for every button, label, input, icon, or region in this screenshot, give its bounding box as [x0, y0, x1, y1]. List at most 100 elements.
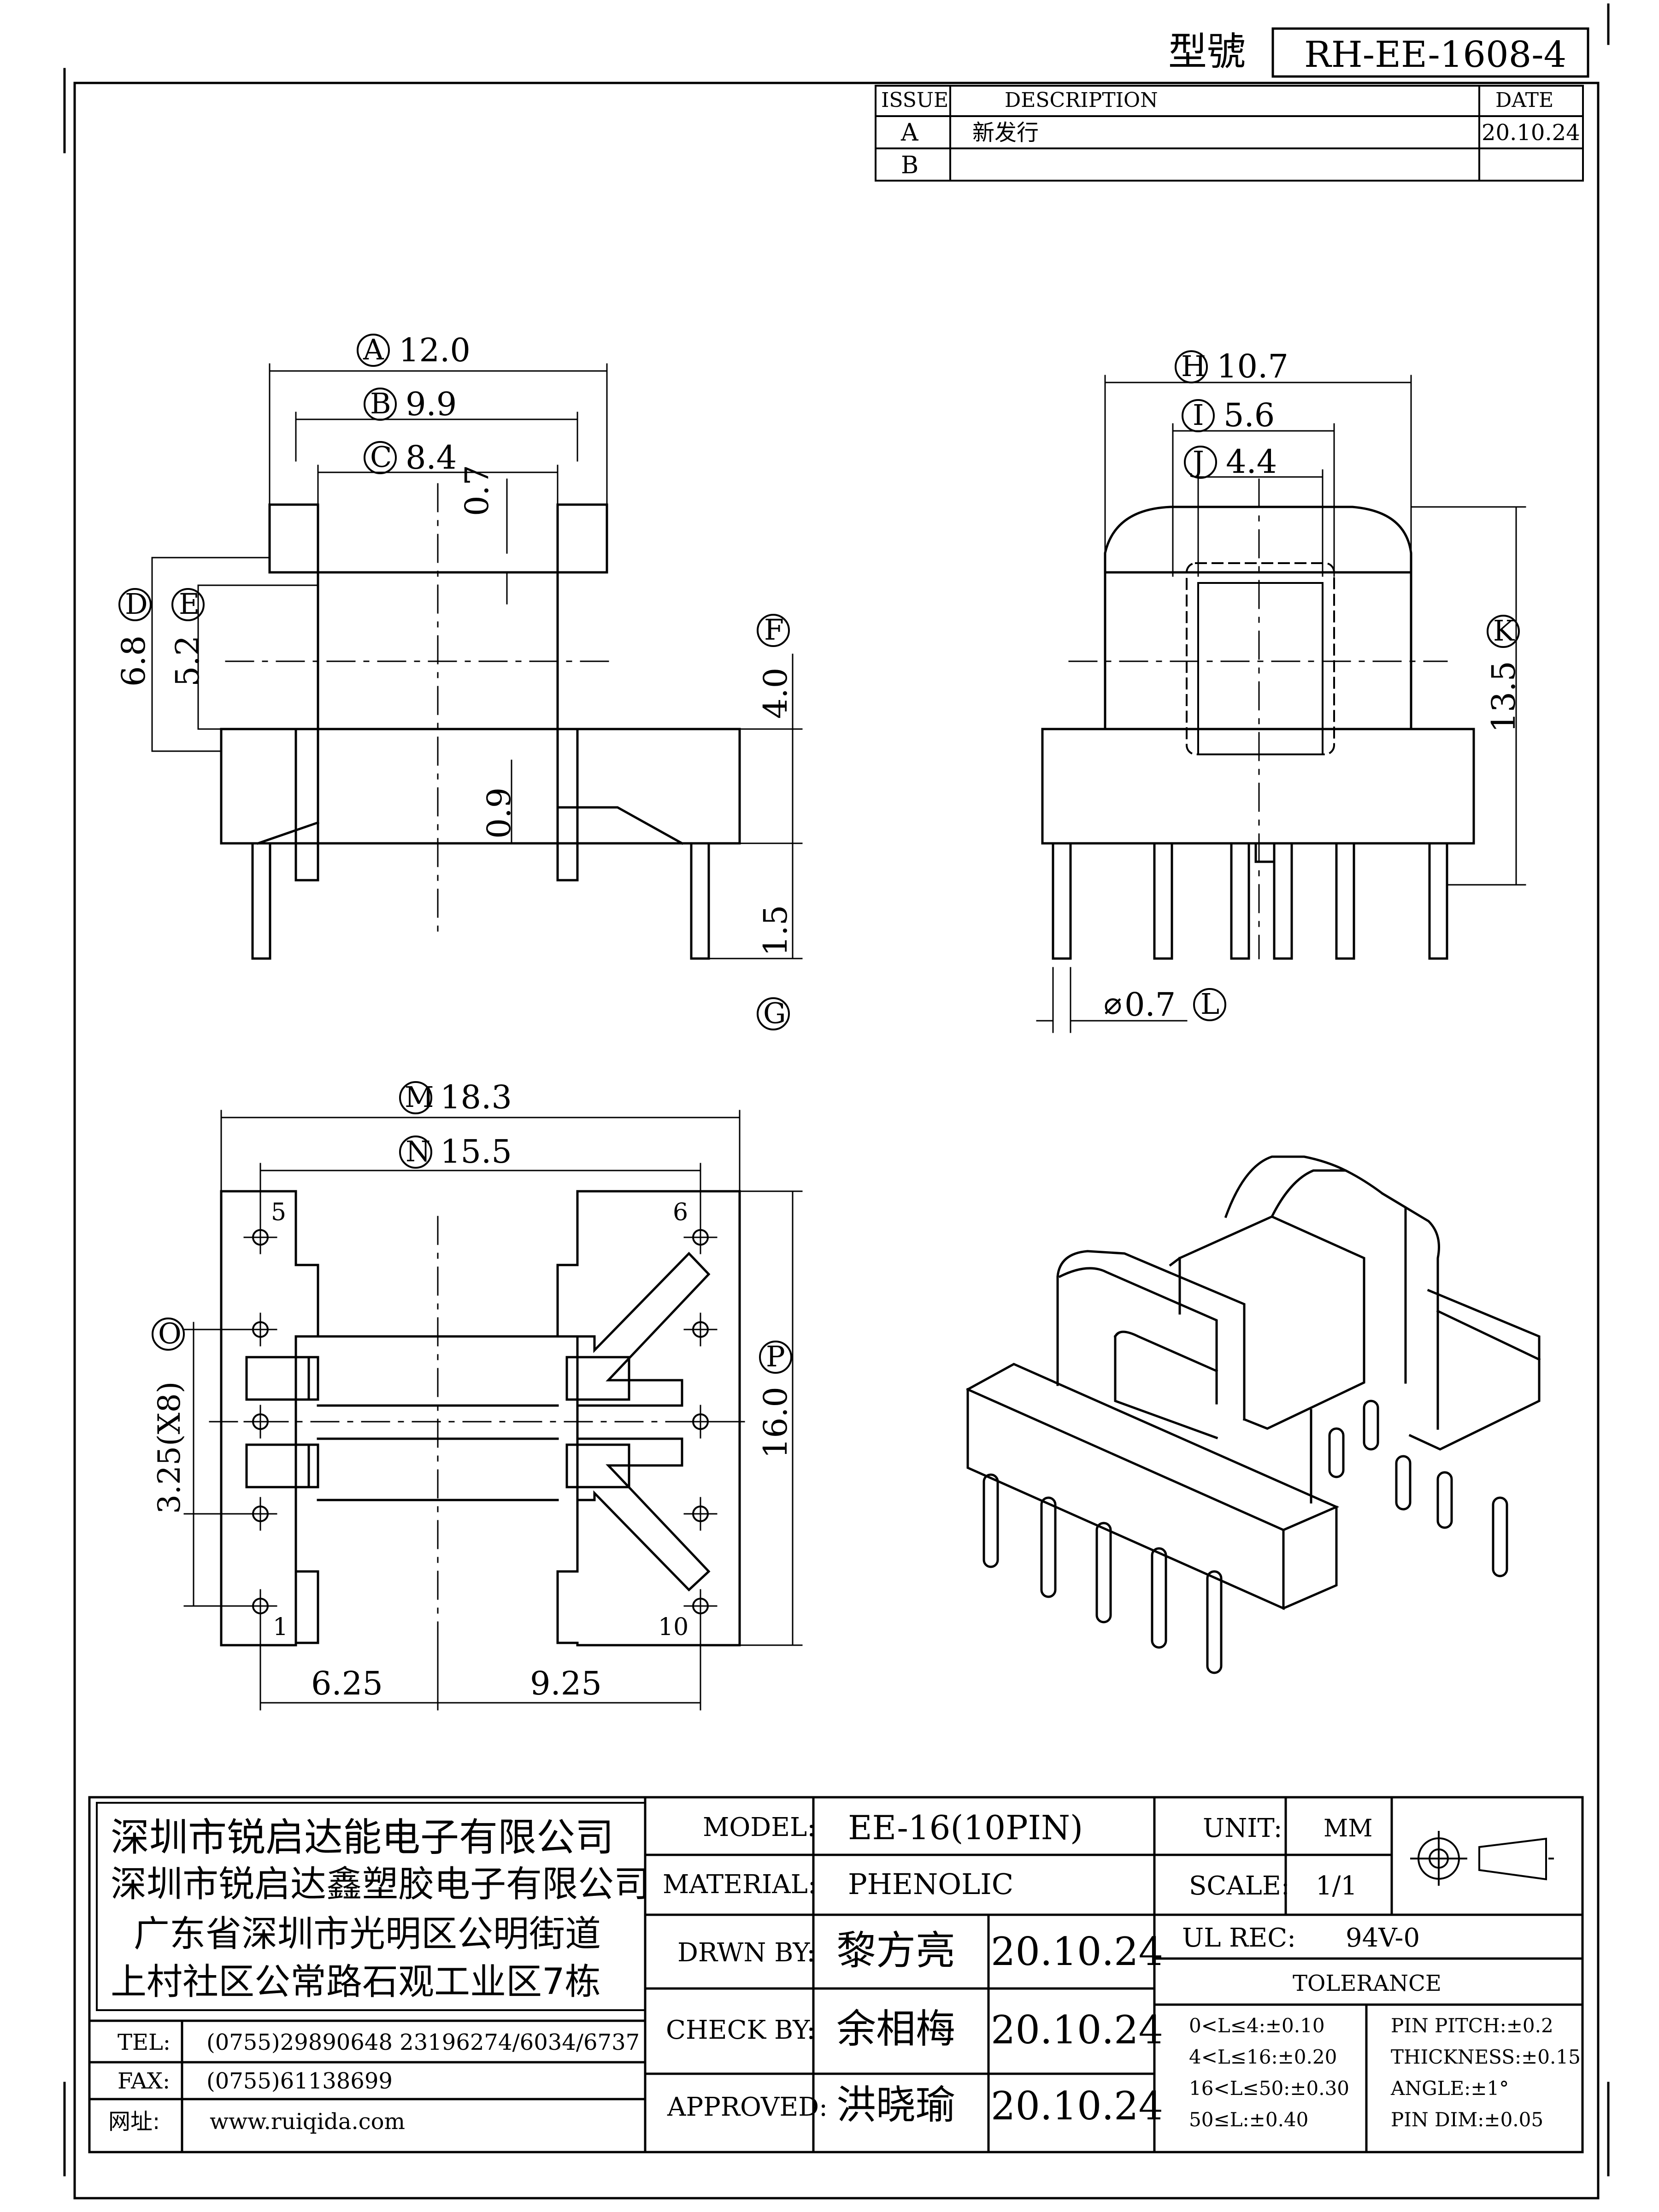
check-by-name: 余相梅 — [836, 2006, 955, 2052]
approved-date: 20.10.24 — [991, 2083, 1164, 2129]
tol-right-4: PIN DIM:±0.05 — [1391, 2108, 1544, 2131]
dim-f-letter: F — [764, 613, 784, 647]
dim-f-value: 4.0 — [757, 667, 794, 719]
tol-right-3: ANGLE:±1° — [1391, 2077, 1509, 2100]
unit-label: UNIT: — [1203, 1813, 1282, 1843]
dim-k-value: 13.5 — [1485, 661, 1523, 733]
dim-e-letter: E — [179, 587, 200, 621]
border-frame — [73, 82, 1600, 2200]
company-line-4: 上村社区公常路石观工业区7栋 — [111, 1961, 601, 2003]
isometric-view — [966, 1155, 1541, 1674]
dim-i-letter: I — [1193, 398, 1204, 432]
revision-header-issue: ISSUE — [881, 88, 949, 112]
dim-h-letter: H — [1181, 349, 1206, 383]
pin-label-6: 6 — [673, 1199, 688, 1226]
tol-right-1: PIN PITCH:±0.2 — [1391, 2014, 1553, 2037]
pin-label-1: 1 — [273, 1613, 288, 1641]
side-view — [1036, 375, 1526, 1033]
corner-marks — [63, 3, 1610, 2177]
web-label: 网址: — [108, 2109, 160, 2135]
check-by-date: 20.10.24 — [991, 2007, 1164, 2053]
model-label: 型號 — [1168, 29, 1246, 74]
front-view — [151, 363, 803, 960]
drawn-by-name: 黎方亮 — [836, 1928, 955, 1974]
dim-l-value: 0.7 — [1124, 986, 1176, 1024]
dim-g-letter: G — [763, 996, 786, 1030]
drawn-by-date: 20.10.24 — [991, 1929, 1164, 1974]
dim-d-letter: D — [125, 587, 148, 621]
model-field-label: MODEL: — [703, 1812, 816, 1842]
tol-left-3: 16<L≤50:±0.30 — [1189, 2077, 1350, 2100]
dim-e-value: 5.2 — [169, 635, 206, 687]
title-block-lines — [88, 1796, 1584, 2153]
tel-number: (0755)29890648 23196274/6034/6737 — [206, 2030, 640, 2055]
dim-m-value: 18.3 — [440, 1078, 512, 1116]
dim-n-letter: N — [406, 1135, 431, 1168]
revision-table — [875, 85, 1584, 182]
dim-l-diameter-symbol: ⌀ — [1104, 986, 1122, 1021]
scale-value: 1/1 — [1316, 1871, 1358, 1901]
model-number-box — [1271, 27, 1589, 78]
ul-rec-value: 94V-0 — [1346, 1923, 1420, 1953]
model-number: RH-EE-1608-4 — [1304, 34, 1567, 76]
dim-l-letter: L — [1200, 987, 1220, 1021]
bottom-view — [183, 1110, 803, 1711]
projection-symbol-icon — [1410, 1831, 1554, 1886]
pin-label-5: 5 — [271, 1199, 287, 1226]
unit-value: MM — [1324, 1815, 1373, 1842]
dimension-markers — [118, 334, 1520, 1374]
dim-a-value: 12.0 — [399, 331, 471, 369]
revision-row-a-date: 20.10.24 — [1482, 120, 1580, 146]
material-field-value: PHENOLIC — [848, 1867, 1014, 1901]
ul-rec-label: UL REC: — [1182, 1923, 1296, 1953]
approved-name: 洪晓瑜 — [836, 2082, 955, 2128]
approved-label: APPROVED: — [667, 2092, 828, 2122]
revision-header-description: DESCRIPTION — [1005, 88, 1158, 112]
fax-label: FAX: — [118, 2068, 171, 2094]
dim-9-25: 9.25 — [530, 1665, 602, 1702]
dim-d-value: 6.8 — [115, 635, 153, 687]
revision-header-date: DATE — [1495, 88, 1554, 112]
company-line-3: 广东省深圳市光明区公明街道 — [134, 1913, 601, 1955]
revision-row-b-issue: B — [901, 152, 919, 179]
model-field-value: EE-16(10PIN) — [848, 1808, 1083, 1847]
company-line-2: 深圳市锐启达鑫塑胶电子有限公司 — [111, 1864, 650, 1905]
dim-c-value: 8.4 — [406, 439, 457, 477]
dim-n-value: 15.5 — [440, 1133, 512, 1171]
fax-number: (0755)61138699 — [206, 2068, 393, 2094]
tol-right-2: THICKNESS:±0.15 — [1391, 2046, 1581, 2068]
dim-m-letter: M — [405, 1080, 434, 1114]
dim-b-value: 9.9 — [406, 385, 457, 423]
drawn-by-label: DRWN BY: — [677, 1938, 816, 1968]
dim-p-value: 16.0 — [757, 1387, 794, 1459]
check-by-label: CHECK BY: — [666, 2015, 816, 2045]
dim-c-letter: C — [370, 440, 392, 474]
dim-0-7-top: 0.7 — [458, 465, 496, 516]
dim-o-value: 3.25(X8) — [152, 1381, 187, 1514]
tol-left-2: 4<L≤16:±0.20 — [1189, 2046, 1337, 2068]
dim-i-value: 5.6 — [1224, 396, 1275, 434]
dim-a-letter: A — [363, 333, 384, 366]
company-line-1: 深圳市锐启达能电子有限公司 — [111, 1815, 614, 1860]
dim-6-25: 6.25 — [311, 1665, 383, 1702]
dim-j-letter: J — [1193, 445, 1204, 478]
tol-left-1: 0<L≤4:±0.10 — [1189, 2014, 1325, 2037]
dim-0-9: 0.9 — [480, 787, 518, 839]
revision-row-a-issue: A — [901, 119, 918, 147]
dim-j-value: 4.4 — [1226, 443, 1277, 481]
tel-label: TEL: — [118, 2030, 171, 2055]
tol-left-4: 50≤L:±0.40 — [1189, 2108, 1309, 2131]
tolerance-heading: TOLERANCE — [1293, 1971, 1441, 1996]
web-address: www.ruiqida.com — [210, 2109, 406, 2135]
pin-label-10: 10 — [658, 1613, 689, 1641]
dim-1-5: 1.5 — [757, 905, 794, 956]
scale-label: SCALE: — [1189, 1871, 1290, 1901]
dim-o-letter: O — [158, 1317, 182, 1350]
dim-h-value: 10.7 — [1217, 347, 1288, 385]
revision-row-a-description: 新发行 — [972, 120, 1039, 146]
material-field-label: MATERIAL: — [663, 1870, 817, 1900]
dim-p-letter: P — [766, 1340, 785, 1373]
dim-k-letter: K — [1493, 614, 1515, 647]
dim-b-letter: B — [370, 387, 391, 420]
